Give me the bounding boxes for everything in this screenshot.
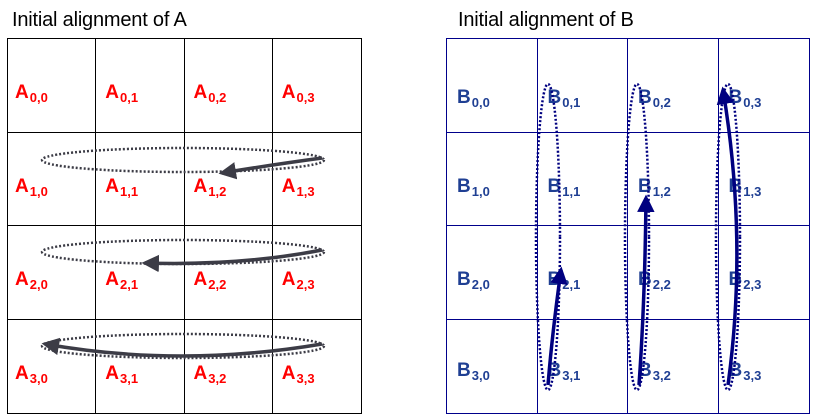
label-b-1-1: B1,1 [547,175,581,199]
cell-b-1-3: B1,3 [718,133,809,226]
label-a-0-1: A0,1 [105,82,139,105]
label-b-3-3: B3,3 [728,359,762,383]
cell-a-3-2: A3,2 [185,319,273,413]
label-a-3-1: A3,1 [105,362,139,386]
cell-b-0-1: B0,1 [537,39,628,133]
label-a-3-0: A3,0 [15,362,48,386]
label-a-1-1: A1,1 [105,175,139,199]
cell-b-3-0: B3,0 [447,319,538,413]
cell-a-0-0: A0,0 [8,39,97,133]
cell-a-0-1: A0,1 [96,39,185,133]
label-b-1-0: B1,0 [457,175,490,199]
cell-b-1-0: B1,0 [447,132,538,226]
label-a-1-3: A1,3 [281,175,315,199]
label-a-0-2: A0,2 [193,82,227,105]
label-b-1-2: B1,2 [638,175,671,199]
label-a-2-1: A2,1 [105,269,139,292]
cell-b-0-2: B0,2 [628,39,719,133]
label-a-1-0: A1,0 [15,175,48,199]
cell-a-1-0: A1,0 [8,132,97,226]
label-a-2-2: A2,2 [193,269,227,292]
label-a-3-3: A3,3 [281,362,315,386]
cell-b-1-1: B1,1 [537,132,628,226]
label-b-3-2: B3,2 [638,359,671,383]
cell-b-2-2: B2,2 [628,226,719,320]
label-b-3-1: B3,1 [547,359,581,383]
title-b: Initial alignment of B [458,9,634,31]
cell-a-3-3: A3,3 [273,320,361,414]
label-b-3-0: B3,0 [457,359,490,383]
label-a-2-0: A2,0 [15,269,48,292]
label-b-0-0: B0,0 [457,87,490,110]
cell-b-2-0: B2,0 [447,226,538,320]
label-a-0-3: A0,3 [281,82,315,105]
matrix-a-grid: A0,0 A0,1 A0,2 A0,3 A1,0 A1,1 A1,2 A1,3 … [7,38,362,414]
cell-b-0-0: B0,0 [447,39,538,133]
label-a-1-2: A1,2 [193,175,227,199]
matrix-b-grid: B0,0 B0,1 B0,2 B0,3 B1,0 B1,1 B1,2 B1,3 … [446,38,810,414]
cell-a-3-1: A3,1 [96,319,185,413]
label-b-2-2: B2,2 [638,269,671,292]
cell-b-2-3: B2,3 [718,226,809,320]
cell-a-1-3: A1,3 [272,133,361,226]
cell-a-1-2: A1,2 [184,132,273,226]
label-a-2-3: A2,3 [281,269,315,292]
label-b-1-3: B1,3 [728,175,762,199]
cell-b-3-1: B3,1 [538,319,628,413]
cell-b-3-3: B3,3 [719,320,810,414]
label-b-0-3: B0,3 [728,87,762,110]
cell-b-3-2: B3,2 [628,319,719,413]
cell-a-2-2: A2,2 [184,226,273,320]
label-b-0-1: B0,1 [547,87,581,110]
label-b-0-2: B0,2 [638,87,671,110]
cell-a-3-0: A3,0 [8,319,97,413]
label-a-3-2: A3,2 [193,362,227,386]
label-b-2-3: B2,3 [728,269,762,292]
cell-b-0-3: B0,3 [718,39,809,133]
cell-a-2-3: A2,3 [272,226,361,320]
title-a: Initial alignment of A [12,9,187,31]
label-a-0-0: A0,0 [15,82,48,105]
cell-a-1-1: A1,1 [96,132,185,226]
cell-a-0-2: A0,2 [184,39,273,133]
cell-a-0-3: A0,3 [272,39,361,133]
label-b-2-1: B2,1 [547,269,581,292]
label-b-2-0: B2,0 [457,269,490,292]
cell-b-2-1: B2,1 [537,226,628,320]
cell-a-2-0: A2,0 [8,226,97,320]
cell-b-1-2: B1,2 [628,132,719,226]
cell-a-2-1: A2,1 [96,226,185,320]
